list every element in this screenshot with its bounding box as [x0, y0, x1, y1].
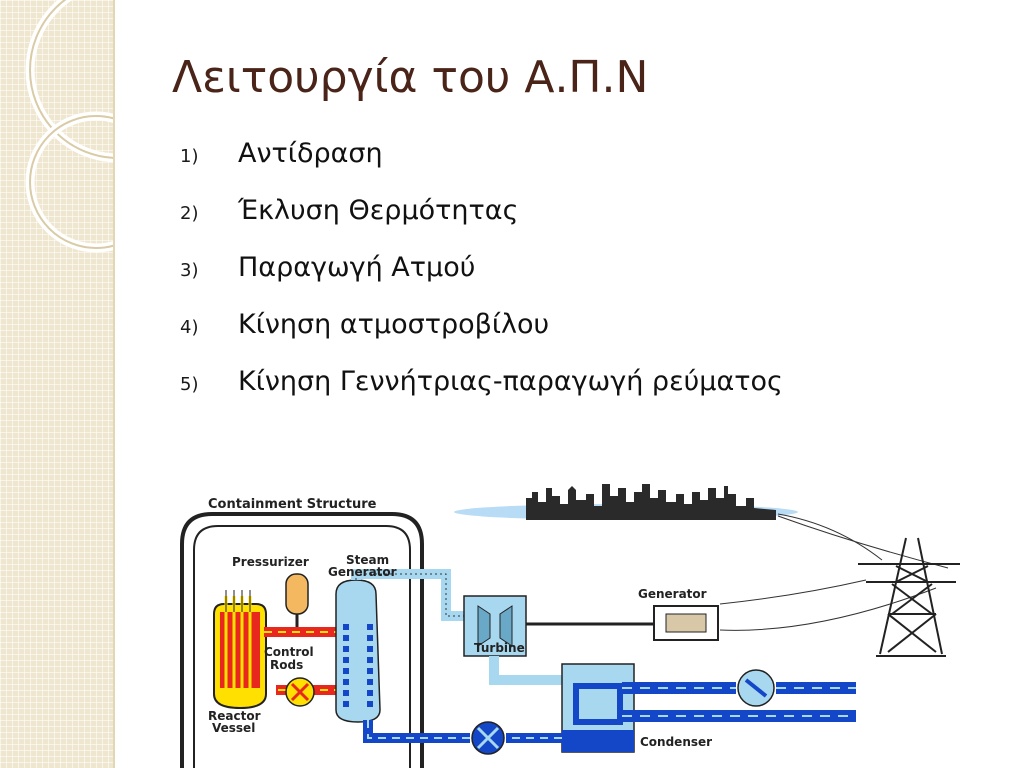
slide-title: Λειτουργία του Α.Π.Ν	[172, 52, 649, 103]
label-containment: Containment Structure	[208, 497, 377, 512]
label-steam-generator: Generator	[328, 565, 397, 579]
label-generator: Generator	[638, 587, 707, 601]
reactor-pump-icon	[285, 677, 315, 707]
sidebar-decoration	[0, 0, 113, 768]
list-item: 3) Παραγωγή Ατμού	[180, 252, 783, 309]
generator-icon	[653, 605, 719, 641]
nuclear-plant-diagram: Containment Structure Pressurizer Steam …	[180, 484, 960, 768]
step-number: 1)	[180, 146, 199, 167]
feedwater-pump-icon	[471, 721, 505, 755]
circle-ornament-icon	[25, 0, 113, 253]
city-skyline-icon	[454, 484, 798, 520]
step-number: 2)	[180, 203, 199, 224]
label-turbine: Turbine	[474, 641, 525, 655]
label-vessel: Vessel	[212, 721, 255, 735]
step-number: 4)	[180, 317, 199, 338]
pressurizer-icon	[285, 573, 309, 628]
list-item: 1) Αντίδραση	[180, 138, 783, 195]
condenser-icon	[561, 663, 635, 753]
label-rods: Rods	[270, 658, 303, 672]
reactor-vessel-icon	[213, 590, 267, 710]
list-item: 5) Κίνηση Γεννήτριας-παραγωγή ρεύματος	[180, 366, 783, 423]
steps-list: 1) Αντίδραση 2) Έκλυση Θερμότητας 3) Παρ…	[180, 138, 783, 423]
label-pressurizer: Pressurizer	[232, 555, 309, 569]
label-control: Control	[264, 645, 314, 659]
label-reactor: Reactor	[208, 709, 261, 723]
sidebar-divider	[113, 0, 115, 768]
step-number: 5)	[180, 374, 199, 395]
step-text: Κίνηση ατμοστροβίλου	[238, 309, 550, 340]
step-text: Έκλυση Θερμότητας	[238, 195, 519, 226]
cooling-pump-icon	[737, 669, 775, 707]
step-number: 3)	[180, 260, 199, 281]
steam-generator-icon	[335, 579, 381, 723]
label-condenser: Condenser	[640, 735, 712, 749]
step-text: Αντίδραση	[238, 138, 383, 169]
list-item: 4) Κίνηση ατμοστροβίλου	[180, 309, 783, 366]
step-text: Παραγωγή Ατμού	[238, 252, 476, 283]
list-item: 2) Έκλυση Θερμότητας	[180, 195, 783, 252]
transmission-tower-icon	[858, 537, 960, 657]
label-steam: Steam	[346, 553, 389, 567]
step-text: Κίνηση Γεννήτριας-παραγωγή ρεύματος	[238, 366, 783, 397]
